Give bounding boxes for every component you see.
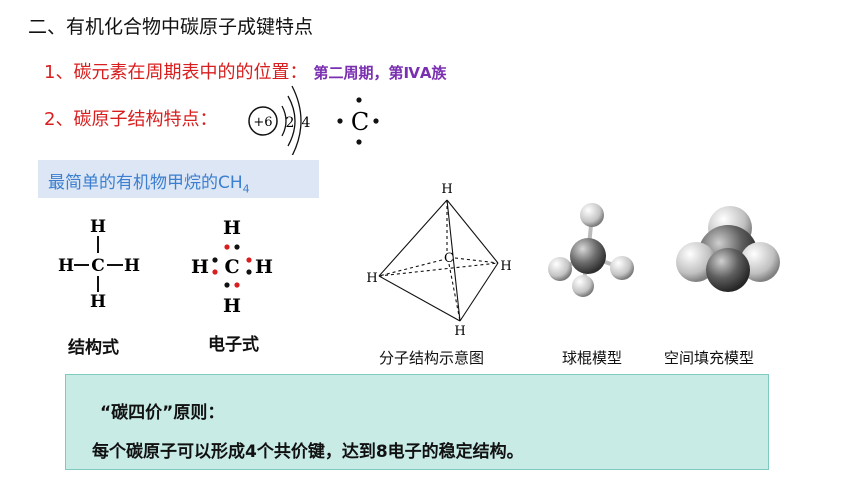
sf-c-front <box>706 248 750 292</box>
h-atom-left <box>548 257 572 281</box>
t-h-left: H <box>366 271 377 286</box>
nucleus-circle <box>248 106 278 136</box>
section-heading: 二、有机化合物中碳原子成键特点 <box>28 16 314 38</box>
h-bottom: H <box>90 292 106 312</box>
point-1-text: 1、碳元素在周期表中的的位置： <box>44 62 308 83</box>
e-h-bottom: H <box>223 295 241 317</box>
shell-2-count: 4 <box>302 115 311 131</box>
banner-text: 最简单的有机物甲烷的CH4 <box>48 173 250 196</box>
electron-dot-top <box>356 97 362 103</box>
space-fill-caption: 空间填充模型 <box>664 349 755 367</box>
electron-formula: H H C H H <box>191 217 273 317</box>
point-1: 1、碳元素在周期表中的的位置： 第二周期，第ⅣA族 <box>44 58 447 84</box>
e-h-top: H <box>223 217 241 239</box>
electron-shell-2b <box>291 85 302 155</box>
sf-h-left <box>676 242 716 282</box>
t-h-bottom: H <box>454 324 465 339</box>
rule-title: “碳四价”原则： <box>100 403 225 423</box>
h-right: H <box>124 256 140 276</box>
e-c-center: C <box>224 256 239 278</box>
point-2-text: 2、碳原子结构特点： <box>44 109 218 130</box>
rule-box <box>65 374 769 470</box>
h-atom-right <box>610 256 634 280</box>
carbon-atom-diagram: +6 2 4 C <box>248 85 379 155</box>
structural-formula-label: 结构式 <box>68 338 119 358</box>
tetrahedron-diagram: H C H H H <box>366 182 511 339</box>
h-atom-bottom <box>572 275 594 297</box>
h-top: H <box>90 217 106 237</box>
electron-dot-left <box>337 118 343 124</box>
t-h-right: H <box>500 259 511 274</box>
banner-bg <box>38 160 319 198</box>
electron-shell-1 <box>281 105 287 137</box>
rule-body: 每个碳原子可以形成4个共价键，达到8电子的稳定结构。 <box>92 442 524 462</box>
nucleus-charge: +6 <box>253 115 272 130</box>
electron-dot-right <box>373 118 379 124</box>
c-center: C <box>91 256 105 276</box>
ball-stick-model <box>548 203 634 297</box>
electron-dot-bottom <box>356 139 362 145</box>
t-c-center: C <box>444 251 454 266</box>
carbon-symbol: C <box>351 108 369 136</box>
h-left: H <box>58 256 74 276</box>
shell-1-count: 2 <box>286 115 295 131</box>
sf-h-right <box>740 242 780 282</box>
electron-formula-label: 电子式 <box>208 335 259 355</box>
e-h-left: H <box>191 256 209 278</box>
structural-formula: H H C H H <box>58 217 140 312</box>
t-h-top: H <box>441 182 452 197</box>
h-atom-top <box>580 203 604 227</box>
electron-shell-2a <box>287 95 296 147</box>
e-h-right: H <box>255 256 273 278</box>
tetrahedron-caption: 分子结构示意图 <box>379 349 485 367</box>
space-fill-model <box>676 206 780 292</box>
ball-stick-caption: 球棍模型 <box>562 349 623 367</box>
point-1-answer: 第二周期，第ⅣA族 <box>313 64 447 82</box>
c-atom <box>570 238 606 274</box>
